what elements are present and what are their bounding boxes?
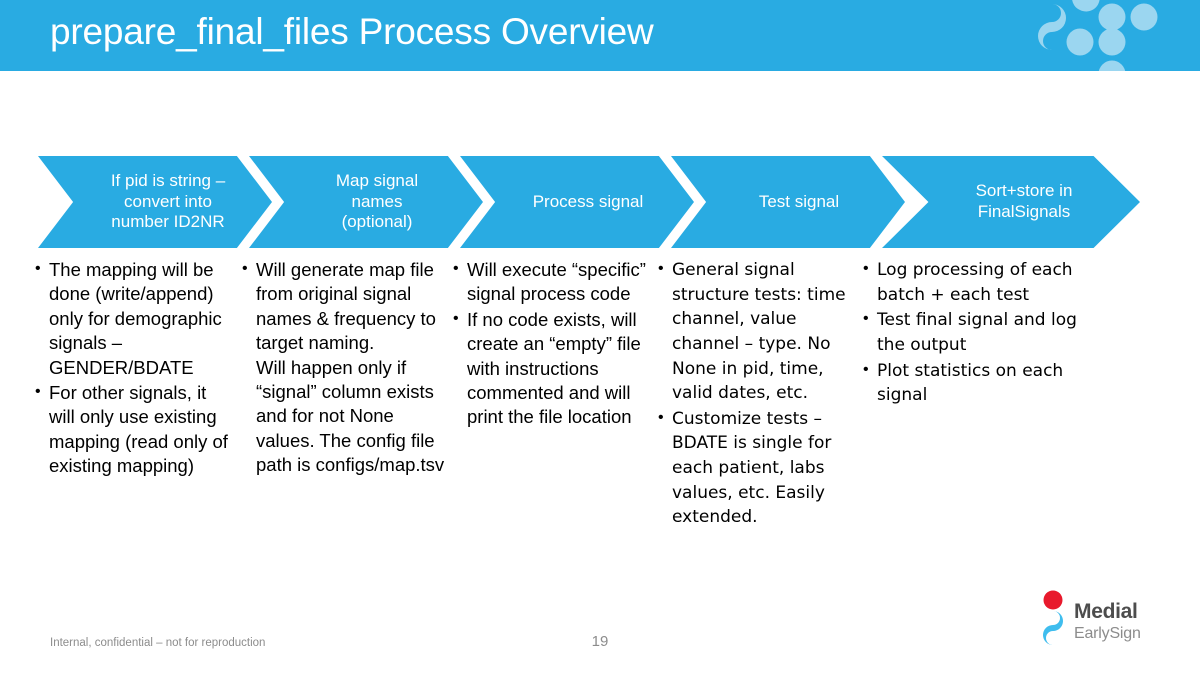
bullet-column-5: Log processing of each batch + each test… [862, 257, 1077, 409]
list-item: General signal structure tests: time cha… [657, 257, 862, 406]
bullet-columns: The mapping will be done (write/append) … [34, 257, 1174, 598]
logo-wordmark: Medial EarlySign [1074, 601, 1141, 643]
bullet-column-4: General signal structure tests: time cha… [657, 257, 862, 531]
list-item: Test final signal and log the output [862, 307, 1077, 357]
list-item: Will generate map file from original sig… [241, 257, 449, 478]
list-item: For other signals, it will only use exis… [34, 380, 234, 479]
slide-header-bar: prepare_final_files Process Overview [0, 0, 1200, 71]
list-item: Plot statistics on each signal [862, 358, 1077, 408]
company-logo: Medial EarlySign [1040, 588, 1170, 648]
list-item: If no code exists, will create an “empty… [452, 307, 652, 430]
process-chevron-row: If pid is string – convert into number I… [38, 156, 1140, 248]
logo-main-text: Medial [1074, 600, 1138, 623]
bullet-column-2: Will generate map file from original sig… [241, 257, 449, 479]
medial-logo-mark-icon [1040, 590, 1066, 646]
process-step-4-label: Test signal [758, 191, 840, 211]
logo-figure-icon [1043, 590, 1064, 645]
process-step-5[interactable]: Sort+store in FinalSignals [882, 156, 1140, 248]
list-item: Customize tests – BDATE is single for ea… [657, 406, 862, 530]
process-step-1-label: If pid is string – convert into number I… [110, 170, 226, 232]
list-item: Log processing of each batch + each test [862, 257, 1077, 307]
process-step-5-label: Sort+store in FinalSignals [975, 181, 1073, 221]
bullet-column-3: Will execute “specific” signal process c… [452, 257, 652, 431]
confidentiality-note: Internal, confidential – not for reprodu… [50, 637, 266, 649]
process-step-1[interactable]: If pid is string – convert into number I… [38, 156, 272, 248]
list-item: Will execute “specific” signal process c… [452, 257, 652, 307]
logo-sub-text: EarlySign [1074, 625, 1141, 642]
process-step-2[interactable]: Map signal names (optional) [249, 156, 483, 248]
page-number: 19 [591, 633, 609, 650]
page-title: prepare_final_files Process Overview [50, 11, 654, 52]
process-step-4[interactable]: Test signal [671, 156, 905, 248]
decorative-dots-icon [1038, 0, 1158, 71]
process-step-3[interactable]: Process signal [460, 156, 694, 248]
process-step-2-label: Map signal names (optional) [335, 170, 419, 232]
header-decorative-dots [1020, 0, 1200, 71]
bullet-column-1: The mapping will be done (write/append) … [34, 257, 234, 480]
process-step-3-label: Process signal [532, 191, 644, 211]
list-item: The mapping will be done (write/append) … [34, 257, 234, 380]
